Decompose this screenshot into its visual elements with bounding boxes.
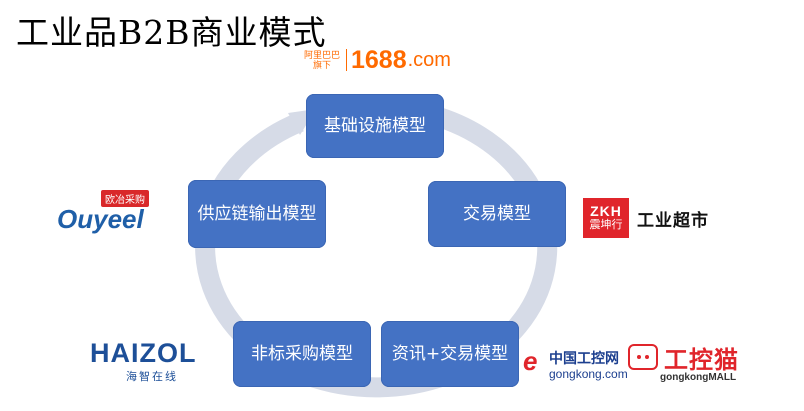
gongkong-logo-cn: 中国工控网 xyxy=(549,350,619,366)
gongkong-mall-logo: 工控猫 gongkongMALL xyxy=(628,340,750,386)
node-transaction-model: 交易模型 xyxy=(428,181,566,247)
cat-icon xyxy=(628,344,658,370)
gongkong-logo-en: gongkong.com xyxy=(549,367,628,381)
zkh-logo-box: ZKH 震坤行 xyxy=(583,198,629,238)
zkh-logo-mark: ZKH xyxy=(590,203,622,219)
zkh-logo: ZKH 震坤行 工业超市 xyxy=(583,196,723,240)
haizol-logo: HAIZOL 海智在线 xyxy=(90,338,210,386)
alibaba-logo-text: 阿里巴巴旗下 xyxy=(303,50,340,70)
zkh-logo-cn: 震坤行 xyxy=(589,219,623,231)
zkh-logo-text: 工业超市 xyxy=(637,210,709,230)
gongkong-e-icon: e xyxy=(523,346,538,376)
gongkong-mall-logo-cn: 工控猫 xyxy=(664,347,739,374)
gongkong-logo: e 中国工控网 gongkong.com xyxy=(523,343,628,385)
node-nonstandard-procurement-model: 非标采购模型 xyxy=(233,321,371,387)
alibaba-1688-logo: 阿里巴巴旗下 1688 .com xyxy=(302,44,462,76)
ouyeel-logo-en: Ouyeel xyxy=(57,204,144,234)
node-infrastructure-model: 基础设施模型 xyxy=(306,94,444,158)
logo-1688-number: 1688 xyxy=(351,45,407,74)
haizol-logo-en: HAIZOL xyxy=(90,338,197,368)
ouyeel-logo-cn: 欧冶采购 xyxy=(101,190,149,207)
slide-title: 工业品B2B商业模式 xyxy=(16,13,327,52)
node-supply-chain-output-model: 供应链输出模型 xyxy=(188,180,326,248)
node-info-transaction-model: 资讯+交易模型 xyxy=(381,321,519,387)
logo-1688-domain: .com xyxy=(407,48,451,71)
haizol-logo-cn: 海智在线 xyxy=(126,371,178,383)
gongkong-mall-logo-en: gongkongMALL xyxy=(660,372,737,383)
logo-divider xyxy=(346,49,347,71)
ouyeel-logo: 欧冶采购 Ouyeel xyxy=(55,190,165,240)
